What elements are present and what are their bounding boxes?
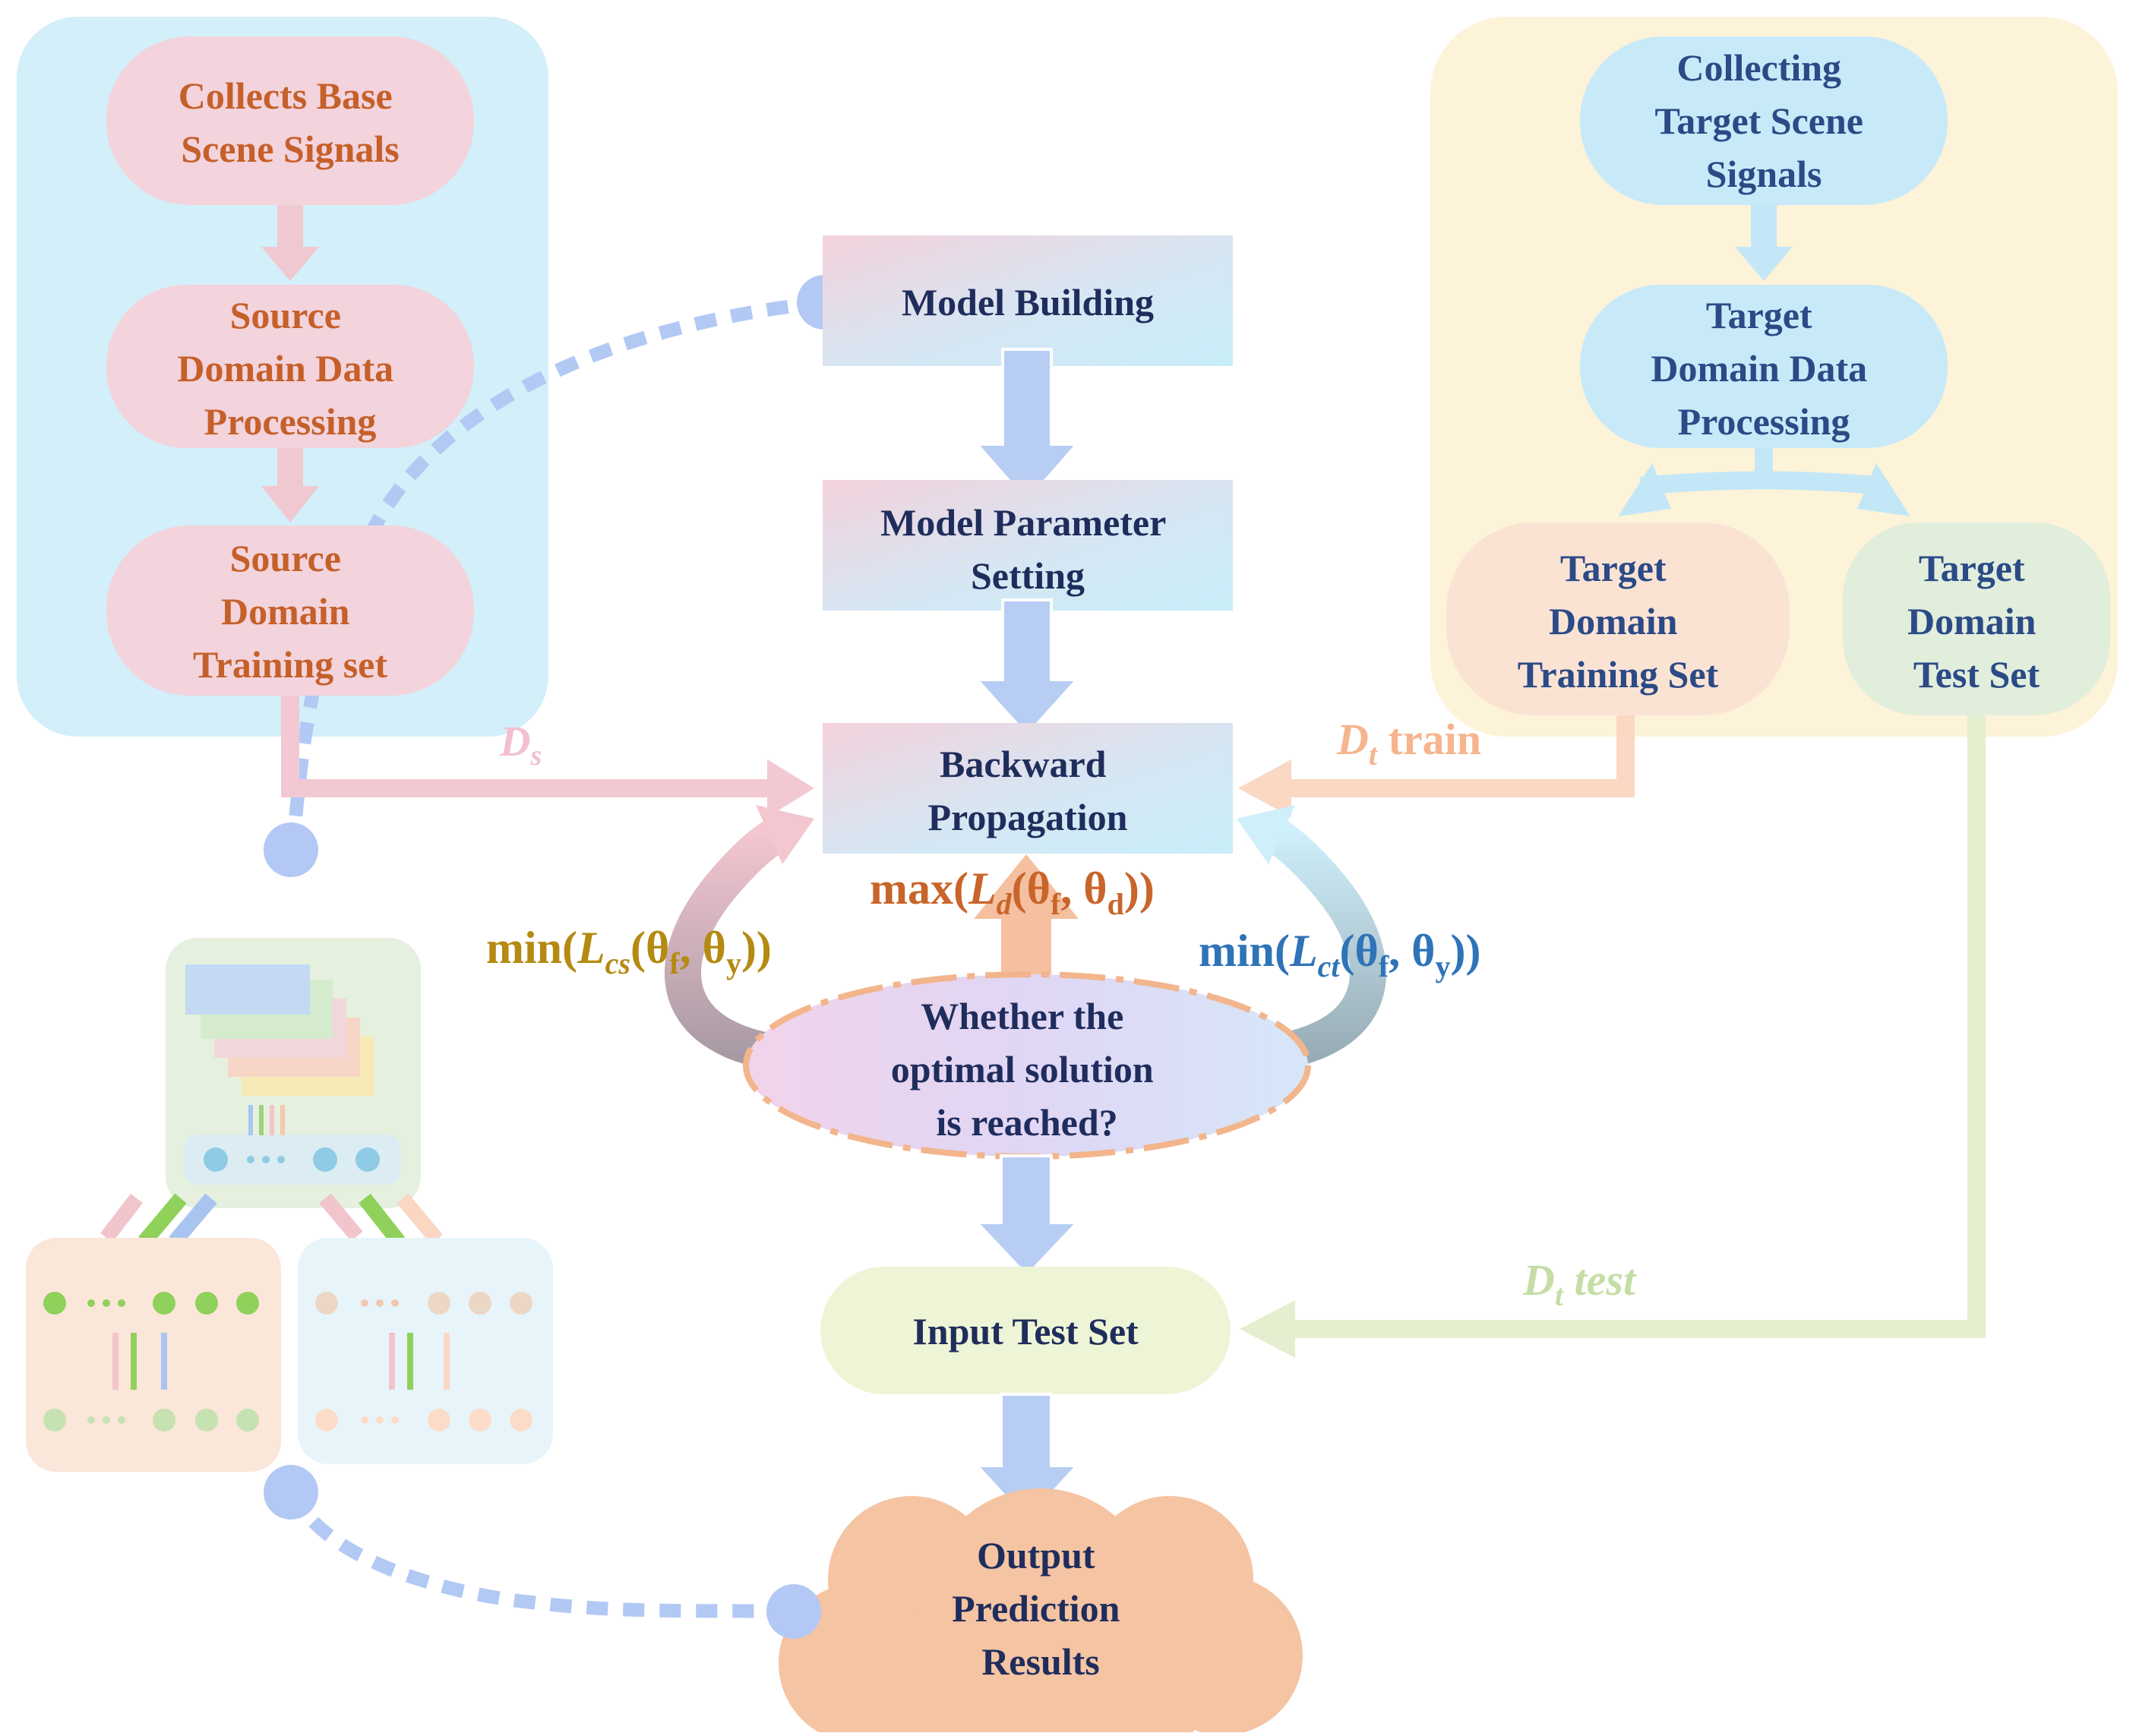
node-input-test-label: Input Test Set (912, 1310, 1139, 1353)
node-target-training-label: Target Domain Training Set (1518, 547, 1719, 696)
feedback-arc-left-head (756, 805, 814, 864)
arrow-target-collect-to-process (1735, 205, 1793, 281)
label-ds: Ds (499, 718, 542, 772)
node-model-building (823, 235, 1233, 366)
edge-dt-test-arrowhead (1240, 1300, 1295, 1358)
arrow-decision-to-backprop (974, 854, 1079, 987)
arrow-target-split (1639, 448, 1885, 495)
feedback-arc-right (1244, 815, 1386, 1074)
node-source-domain-data-processing (106, 285, 474, 448)
node-target-domain-test-set (1843, 522, 2110, 715)
node-source-training-label: Source Domain Training set (193, 537, 387, 686)
feedback-arc-left (665, 815, 807, 1074)
edge-ds (281, 696, 782, 797)
arrow-split-right-head (1857, 463, 1910, 516)
arrow-split-left-head (1618, 463, 1671, 516)
connector-dot-source (264, 822, 318, 877)
node-target-domain-training-set (1446, 522, 1790, 715)
node-input-test-set (820, 1267, 1231, 1394)
node-backward-propagation (823, 723, 1233, 854)
node-collecting-target-label: Collecting Target Scene Signals (1655, 46, 1873, 195)
dashed-connector-output (286, 1488, 795, 1618)
node-target-processing-label: Target Domain Data Processing (1651, 294, 1876, 443)
label-dt-test: Dt test (1522, 1255, 1637, 1312)
node-collects-base-label: Collects Base Scene Signals (179, 74, 402, 170)
node-model-parameter-setting (823, 480, 1233, 611)
edge-dt-train (1276, 715, 1635, 797)
node-backward-propagation-label: Backward Propagation (928, 743, 1128, 838)
node-model-building-label: Model Building (902, 281, 1154, 324)
network-illustration (26, 938, 553, 1472)
formula-min-lcs: min(Lcs(θf, θy)) (486, 923, 772, 980)
node-source-domain-training-set (106, 526, 474, 696)
connector-dot-output (766, 1584, 821, 1639)
arrow-param-to-backprop (973, 598, 1081, 737)
node-output-cloud (779, 1488, 1303, 1736)
node-decision-label: Whether the optimal solution is reached? (891, 995, 1163, 1144)
network-source-classifier (26, 1238, 281, 1472)
edge-ds-arrowhead (767, 759, 814, 817)
label-dt-train: Dt train (1336, 715, 1481, 772)
edge-dt-test (1284, 715, 1986, 1338)
feedback-arc-right-head (1237, 805, 1295, 864)
node-source-processing-label: Source Domain Data Processing (177, 294, 403, 443)
edge-dt-train-arrowhead (1238, 759, 1291, 817)
connector-dot-network (264, 1465, 318, 1520)
node-target-domain-data-processing (1580, 285, 1948, 448)
node-collecting-target-scene-signals (1580, 36, 1948, 205)
arrow-build-to-param (973, 348, 1081, 504)
formula-min-lct: min(Lct(θf, θy)) (1199, 926, 1480, 983)
arrow-decision-to-input (973, 1154, 1081, 1278)
network-target-classifier (298, 1238, 553, 1464)
node-output-label: Output Prediction Results (952, 1534, 1130, 1683)
arrow-process-to-train (261, 448, 319, 522)
node-model-parameter-label: Model Parameter Setting (880, 501, 1175, 597)
dashed-connector-source (286, 295, 825, 851)
node-collects-base-scene-signals (106, 36, 474, 205)
arrow-collect-to-process (261, 205, 319, 281)
formula-max-ld: max(Ld(θf, θd)) (870, 863, 1155, 921)
node-target-test-label: Target Domain Test Set (1907, 547, 2046, 696)
